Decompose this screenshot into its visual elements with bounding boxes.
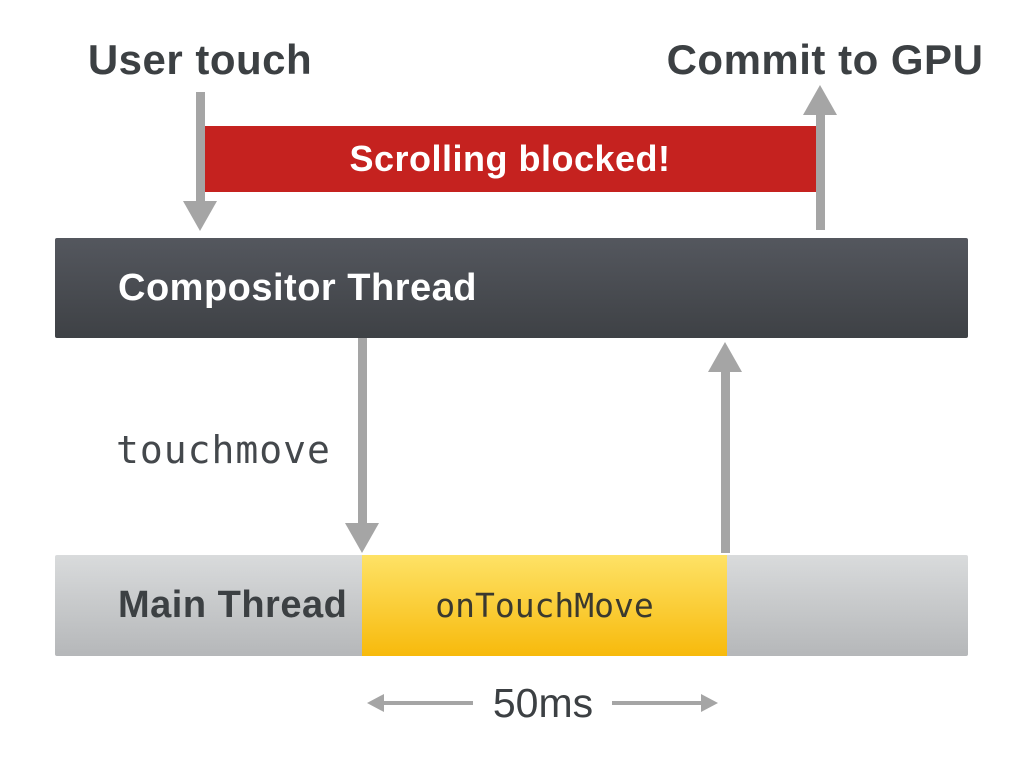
duration-label: 50ms	[492, 680, 594, 726]
arrow-head-down	[183, 201, 217, 231]
arrow-shaft	[612, 701, 701, 705]
arrow-shaft	[815, 115, 825, 230]
compositor-thread-bar: Compositor Thread	[55, 238, 968, 338]
duration-left-arrow-icon	[367, 694, 473, 712]
main-thread-label: Main Thread	[118, 584, 348, 626]
user-touch-label: User touch	[87, 36, 313, 83]
arrow-shaft	[195, 92, 205, 201]
touchmove-arrow-icon	[345, 338, 379, 553]
arrow-head-right	[701, 694, 718, 712]
commit-to-gpu-label: Commit to GPU	[666, 36, 984, 83]
scrolling-blocked-banner: Scrolling blocked!	[204, 126, 816, 192]
user-touch-arrow-icon	[183, 92, 217, 231]
compositor-thread-label: Compositor Thread	[118, 267, 477, 309]
arrow-shaft	[720, 372, 730, 553]
touchmove-event-label: touchmove	[116, 428, 331, 472]
arrow-shaft	[357, 338, 367, 523]
arrow-head-down	[345, 523, 379, 553]
commit-arrow-icon	[803, 85, 837, 230]
arrow-head-left	[367, 694, 384, 712]
duration-right-arrow-icon	[612, 694, 718, 712]
arrow-head-up	[708, 342, 742, 372]
ontouchmove-segment: onTouchMove	[362, 555, 727, 656]
arrow-shaft	[384, 701, 473, 705]
reply-arrow-icon	[708, 342, 742, 553]
arrow-head-up	[803, 85, 837, 115]
